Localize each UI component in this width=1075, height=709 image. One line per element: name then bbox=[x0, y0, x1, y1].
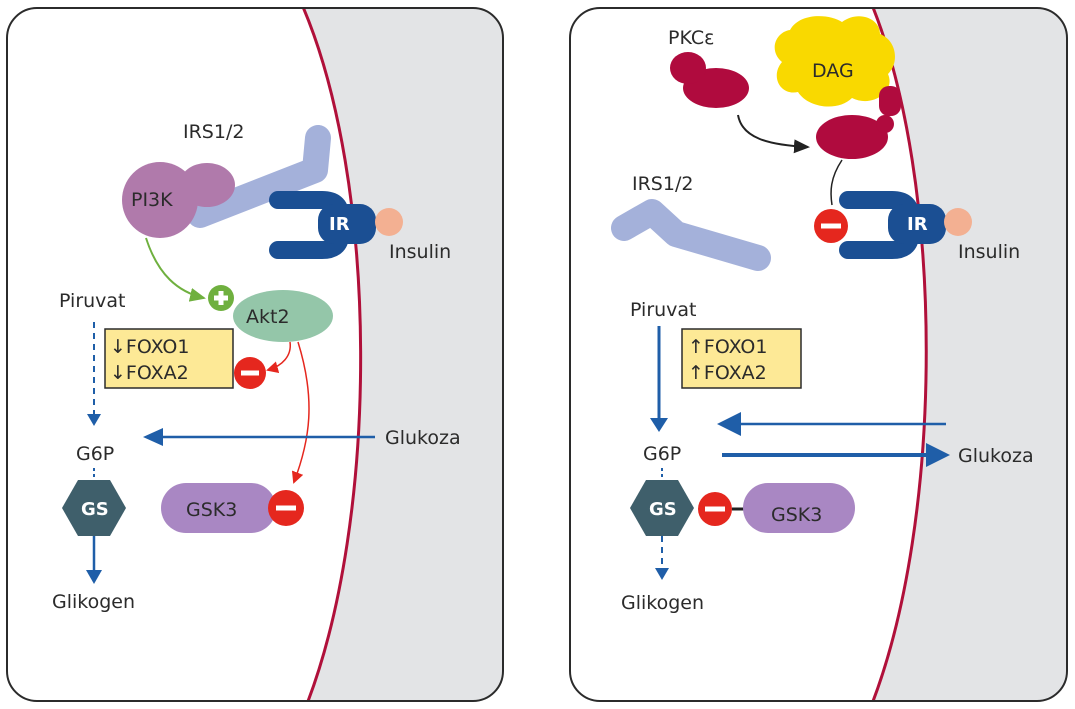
right-foxo1-label: ↑FOXO1 bbox=[688, 336, 767, 358]
left-minus-icon-gsk3 bbox=[268, 490, 304, 526]
right-foxa2-label: ↑FOXA2 bbox=[688, 362, 767, 384]
left-glukoza-label: Glukoza bbox=[385, 427, 461, 449]
right-ir-label: IR bbox=[907, 214, 928, 235]
left-pi3k-label: PI3K bbox=[131, 189, 173, 211]
right-glycogen-arrowhead bbox=[655, 568, 669, 580]
left-akt2-to-gsk3-arrow bbox=[291, 341, 310, 484]
right-minus-icon-ir bbox=[814, 209, 848, 243]
right-pkc-inhibit-line bbox=[830, 159, 843, 206]
left-irs-protein bbox=[187, 125, 331, 228]
right-glikogen-label: Glikogen bbox=[621, 592, 704, 614]
right-glukoza-label: Glukoza bbox=[958, 445, 1034, 467]
left-cell-membrane bbox=[298, 8, 363, 701]
right-glucose-out-arrowhead bbox=[926, 443, 950, 467]
left-insulin-label: Insulin bbox=[389, 241, 451, 263]
left-piruvat-label: Piruvat bbox=[59, 290, 126, 312]
left-akt2-label: Akt2 bbox=[246, 306, 290, 328]
right-exterior bbox=[870, 8, 1067, 701]
right-panel: PKCε DAG IRS1/2 IR Insulin bbox=[569, 7, 1068, 702]
left-glikogen-label: Glikogen bbox=[52, 591, 135, 613]
right-dag-label: DAG bbox=[812, 60, 854, 82]
left-akt2-to-foxo-arrow bbox=[266, 341, 291, 374]
right-foxo-box bbox=[681, 328, 802, 389]
left-gs-label: GS bbox=[81, 499, 109, 520]
left-minus-icon-foxo bbox=[234, 357, 266, 389]
right-pkc-active-protein bbox=[816, 86, 901, 159]
right-g6p-label: G6P bbox=[643, 443, 681, 465]
left-foxo1-label: ↓FOXO1 bbox=[110, 336, 189, 358]
left-insulin-ligand bbox=[375, 208, 403, 236]
right-glucose-in-arrowhead bbox=[717, 412, 741, 436]
right-piruvat-label: Piruvat bbox=[630, 299, 697, 321]
left-pi3k-protein bbox=[122, 162, 235, 238]
right-piruvat-arrowhead bbox=[650, 418, 668, 432]
left-exterior bbox=[300, 8, 503, 701]
right-pkc-translocation-arrow bbox=[737, 114, 810, 154]
right-pkc-protein bbox=[670, 52, 749, 108]
left-panel-border bbox=[6, 7, 504, 702]
right-ir-receptor bbox=[839, 191, 946, 259]
left-plus-icon bbox=[208, 285, 234, 311]
left-glycogen-arrowhead bbox=[86, 570, 102, 584]
right-pkc-label: PKCε bbox=[668, 27, 714, 49]
left-akt2-protein bbox=[233, 290, 333, 342]
left-piruvat-arrowhead bbox=[87, 414, 101, 426]
right-panel-border bbox=[569, 7, 1068, 702]
left-g6p-label: G6P bbox=[76, 443, 114, 465]
left-gs-enzyme bbox=[62, 480, 126, 536]
right-minus-icon-gs bbox=[698, 492, 732, 526]
right-gs-enzyme bbox=[630, 480, 694, 536]
left-ir-label: IR bbox=[329, 214, 350, 235]
right-gsk3-protein bbox=[743, 483, 855, 533]
right-insulin-label: Insulin bbox=[958, 241, 1020, 263]
right-insulin-ligand bbox=[944, 208, 972, 236]
left-activation-arrow bbox=[145, 237, 206, 302]
right-gs-label: GS bbox=[649, 499, 677, 520]
left-glucose-arrowhead bbox=[143, 428, 163, 446]
left-gsk3-protein bbox=[161, 483, 276, 533]
left-foxa2-label: ↓FOXA2 bbox=[110, 362, 189, 384]
right-irs-protein bbox=[611, 199, 771, 271]
left-ir-receptor bbox=[269, 191, 376, 259]
right-irs-label: IRS1/2 bbox=[632, 173, 693, 195]
left-panel: IRS1/2 PI3K IR Insulin Akt2 Piruvat bbox=[6, 7, 504, 702]
right-dag-molecule bbox=[774, 16, 895, 107]
right-cell-membrane bbox=[868, 8, 928, 701]
left-foxo-box bbox=[104, 328, 234, 389]
right-gsk3-label: GSK3 bbox=[771, 504, 822, 526]
left-gsk3-label: GSK3 bbox=[186, 499, 237, 521]
left-irs-label: IRS1/2 bbox=[183, 121, 244, 143]
